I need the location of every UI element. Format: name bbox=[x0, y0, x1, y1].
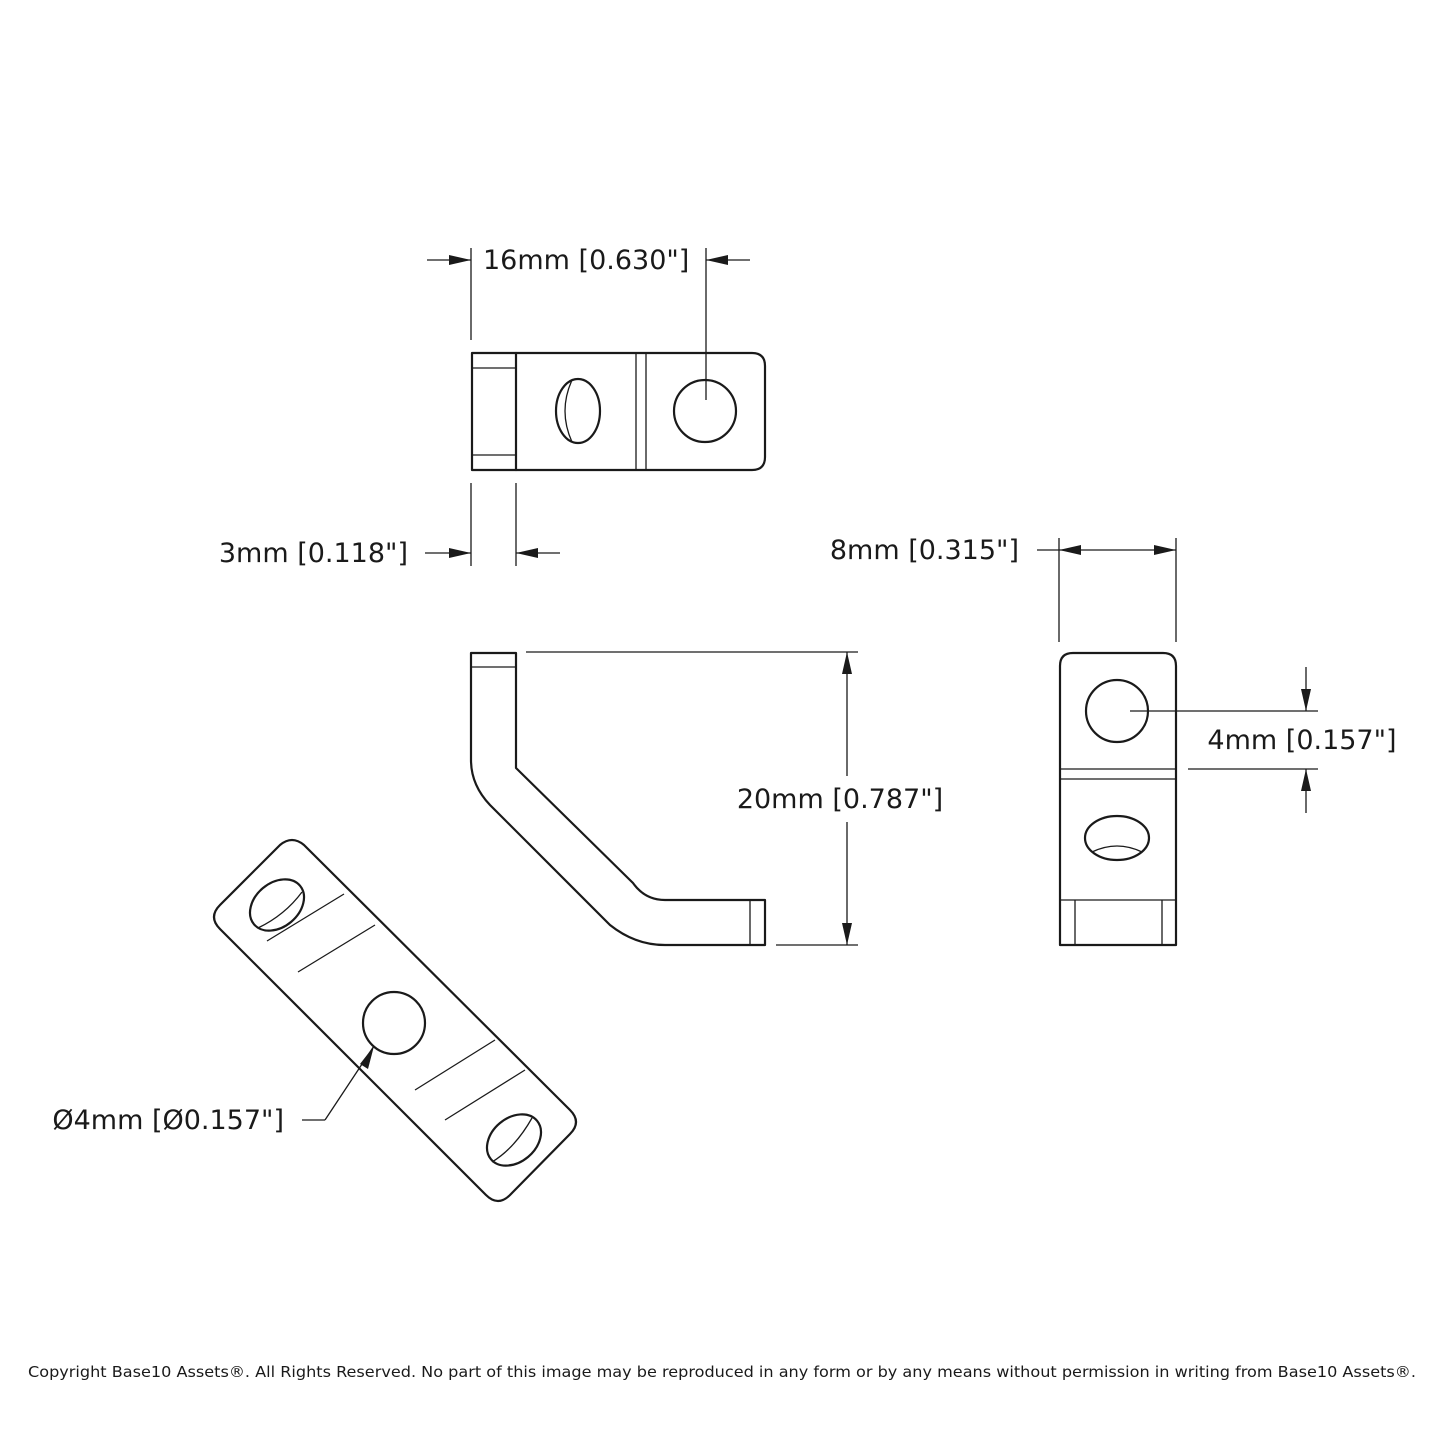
dim-label-top-width: 16mm [0.630"] bbox=[483, 245, 689, 276]
dim-label-thickness: 3mm [0.118"] bbox=[219, 538, 408, 569]
side-view bbox=[1058, 651, 1178, 947]
dim-label-height: 20mm [0.787"] bbox=[737, 784, 943, 815]
top-view bbox=[470, 351, 767, 472]
dim-thickness: 3mm [0.118"] bbox=[219, 483, 560, 569]
dim-top-width: 16mm [0.630"] bbox=[427, 245, 750, 400]
dim-label-hole-offset: 4mm [0.157"] bbox=[1207, 725, 1396, 756]
iso-view bbox=[212, 838, 578, 1203]
dim-hole-offset: 4mm [0.157"] bbox=[1130, 667, 1397, 813]
dim-label-hole-diameter: Ø4mm [Ø0.157"] bbox=[52, 1105, 284, 1136]
dim-hole-diameter: Ø4mm [Ø0.157"] bbox=[52, 1045, 375, 1136]
dim-side-width: 8mm [0.315"] bbox=[830, 535, 1177, 642]
front-view bbox=[469, 651, 767, 947]
dim-height: 20mm [0.787"] bbox=[526, 651, 943, 946]
copyright-notice: Copyright Base10 Assets®. All Rights Res… bbox=[28, 1363, 1416, 1381]
dim-label-side-width: 8mm [0.315"] bbox=[830, 535, 1019, 566]
